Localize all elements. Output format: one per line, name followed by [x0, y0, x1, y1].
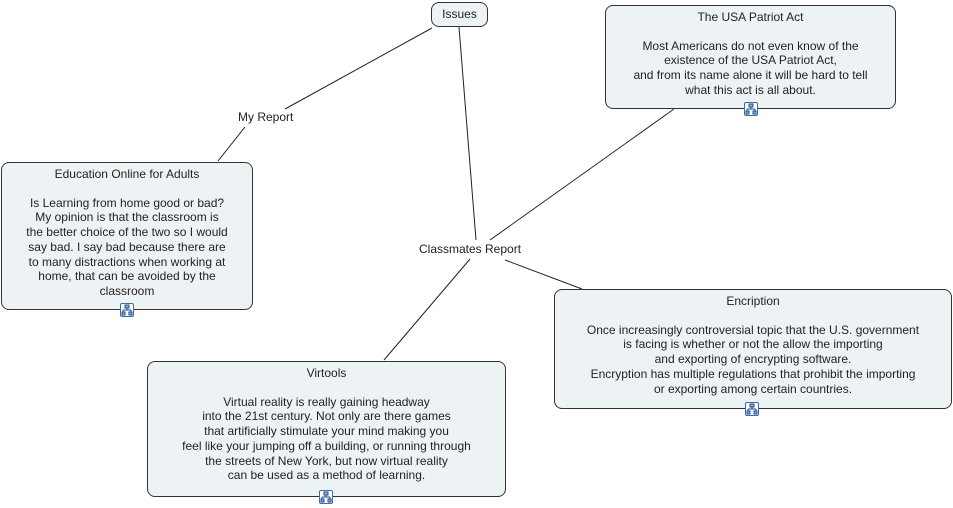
submap-icon[interactable]	[745, 402, 759, 416]
link-label-classmates-report[interactable]: Classmates Report	[417, 242, 524, 256]
concept-body: Virtual reality is really gaining headwa…	[182, 394, 471, 483]
concept-title: Virtools	[306, 366, 347, 380]
concept-title: Encription	[726, 294, 780, 308]
concept-title: The USA Patriot Act	[697, 10, 804, 24]
concept-title: Issues	[442, 7, 477, 21]
concept-body: Most Americans do not even know of the e…	[633, 38, 868, 97]
link-classmates-encription	[504, 259, 583, 290]
concept-education-online[interactable]: Education Online for Adults Is Learning f…	[1, 162, 253, 310]
concept-body: Once increasingly controversial topic th…	[586, 322, 920, 396]
submap-icon[interactable]	[319, 490, 333, 504]
link-label-my-report[interactable]: My Report	[236, 110, 296, 124]
submap-icon[interactable]	[120, 303, 134, 317]
link-myreport-education	[217, 126, 246, 162]
link-classmates-virtools	[383, 258, 471, 361]
submap-icon[interactable]	[744, 102, 758, 116]
link-classmates-patriot	[489, 108, 675, 241]
concept-issues[interactable]: Issues	[431, 2, 488, 27]
link-issues-classmates	[458, 26, 477, 241]
link-issues-myreport	[284, 27, 433, 110]
concept-body: Is Learning from home good or bad? My op…	[26, 195, 228, 298]
concept-title: Education Online for Adults	[54, 167, 200, 181]
